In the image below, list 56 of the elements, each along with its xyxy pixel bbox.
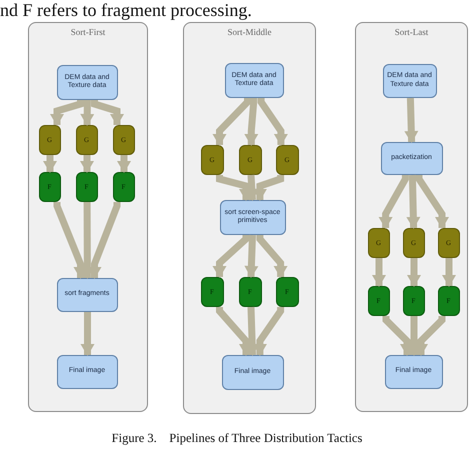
geometry-box <box>200 144 224 174</box>
geometry-box <box>276 144 298 174</box>
arrow <box>212 98 251 146</box>
note-text: nd F refers to fragment processing. <box>0 1 252 20</box>
process-box <box>384 354 442 388</box>
process-box <box>222 354 284 390</box>
panel-heading: Sort-Middle <box>226 27 272 37</box>
arrow <box>416 175 449 229</box>
process-box <box>382 64 436 98</box>
fragment-box <box>438 286 460 316</box>
arrow <box>91 100 124 126</box>
arrow <box>378 175 409 229</box>
process-box <box>56 278 118 312</box>
geometry-box <box>112 124 134 154</box>
process-box <box>56 64 118 100</box>
arrow <box>244 234 258 278</box>
arrow <box>406 174 420 229</box>
process-box <box>380 142 442 174</box>
pipeline-panel <box>355 22 468 412</box>
geometry-box <box>368 228 390 258</box>
fragment-box <box>402 286 424 316</box>
geometry-box <box>38 124 60 154</box>
panel-heading: Sort-First <box>70 27 106 37</box>
arrow <box>404 98 418 143</box>
arrow <box>256 235 288 278</box>
arrow <box>258 98 288 146</box>
arrow <box>372 258 386 287</box>
geometry-box <box>402 228 424 258</box>
arrow <box>442 258 456 287</box>
process-box <box>224 62 284 98</box>
fragment-box <box>276 276 298 306</box>
fragment-box <box>112 172 134 202</box>
arrow <box>80 312 94 356</box>
process-box <box>56 354 118 388</box>
fragment-box <box>200 276 224 306</box>
arrow <box>80 155 94 173</box>
geometry-box <box>76 124 98 154</box>
geometry-box <box>438 228 460 258</box>
figure-caption: Figure 3. Pipelines of Three Distribution Tactics <box>110 431 364 446</box>
pipeline-panel <box>183 22 316 414</box>
arrow <box>80 100 94 126</box>
arrow <box>50 100 84 126</box>
fragment-box <box>368 286 390 316</box>
geometry-box <box>238 144 262 174</box>
fragment-box <box>238 276 262 306</box>
fragment-box <box>38 172 60 202</box>
fragment-box <box>76 172 98 202</box>
arrow <box>244 98 258 146</box>
process-box <box>220 200 286 234</box>
arrow <box>407 258 421 287</box>
arrow <box>43 155 57 173</box>
arrow <box>212 235 250 278</box>
panel-heading: Sort-Last <box>394 27 430 37</box>
pipeline-panel <box>28 22 148 412</box>
arrow <box>117 155 131 173</box>
arrow <box>244 174 259 201</box>
